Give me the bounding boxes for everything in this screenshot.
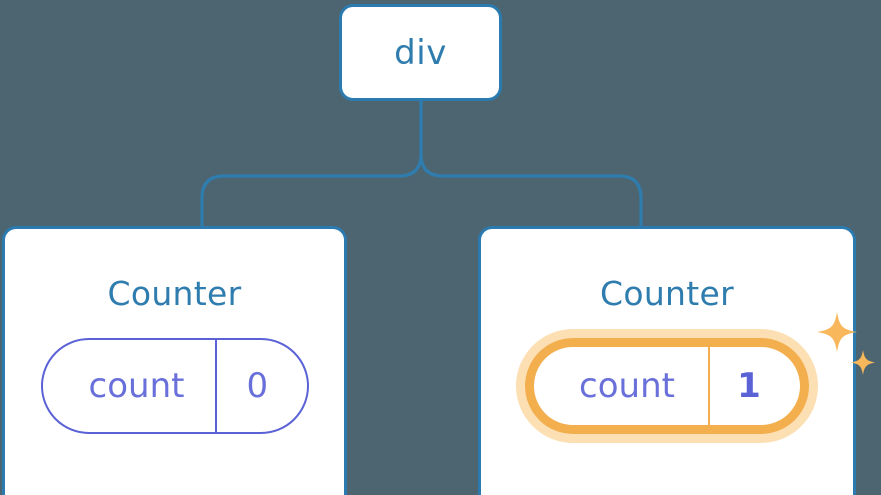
- node-counter-right[interactable]: Counter count 1: [478, 226, 876, 495]
- sparkle-icon: [817, 312, 857, 352]
- state-key-label: count: [88, 366, 185, 406]
- node-counter-left-title: Counter: [107, 274, 242, 313]
- state-pill-right-value-cell: 1: [710, 347, 800, 425]
- state-pill-right-wrap: count 1: [525, 312, 876, 434]
- node-div[interactable]: div: [339, 4, 502, 101]
- state-pill-left-key-cell: count: [43, 340, 217, 432]
- state-pill-left-value-cell: 0: [217, 340, 315, 432]
- connector-to-right-counter: [419, 99, 643, 230]
- state-pill-right-highlighted[interactable]: count 1: [525, 338, 809, 434]
- node-div-label: div: [394, 32, 447, 73]
- state-pill-right-key-cell: count: [534, 347, 710, 425]
- state-value-label: 1: [737, 366, 761, 406]
- state-pill-left-wrap: count 0: [40, 338, 309, 434]
- state-key-label: count: [579, 366, 675, 406]
- state-value-label: 0: [246, 366, 269, 406]
- node-counter-left[interactable]: Counter count 0: [2, 226, 347, 495]
- node-counter-right-title: Counter: [600, 274, 734, 313]
- connector-to-left-counter: [200, 99, 423, 230]
- state-pill-left[interactable]: count 0: [40, 338, 309, 434]
